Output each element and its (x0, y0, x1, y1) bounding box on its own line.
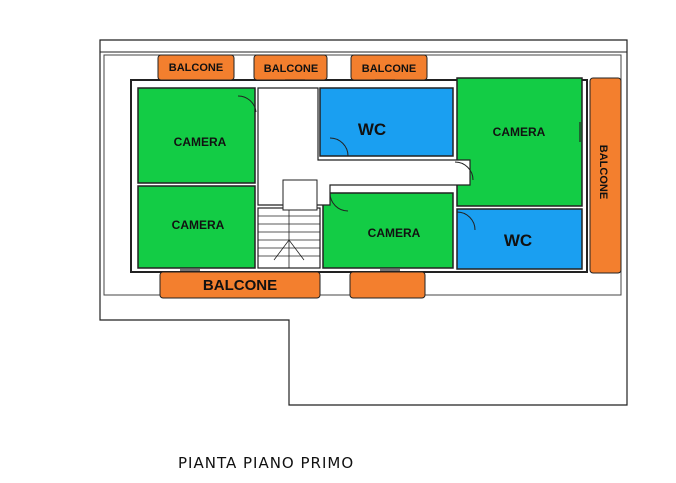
balcony-fill-6 (349, 271, 426, 299)
door-swing-5 (329, 192, 349, 212)
window-markers (130, 79, 581, 271)
room-fill-3 (456, 77, 583, 207)
room-label-3: CAMERA (493, 125, 546, 139)
wc-label-1: WC (358, 120, 386, 139)
door-swing-1 (237, 95, 257, 113)
room-fill-1 (137, 87, 256, 184)
stair-landing (282, 179, 318, 211)
room-fill-2 (137, 185, 256, 269)
room-label-4: CAMERA (368, 226, 421, 240)
plan-caption: PIANTA PIANO PRIMO (178, 454, 355, 472)
balcony-label-4: BALCONE (597, 145, 609, 199)
room-fill-4 (322, 192, 454, 269)
hallway-outline (257, 87, 471, 206)
wc-fill-1 (319, 87, 454, 157)
room-label-2: CAMERA (172, 218, 225, 232)
wc-fill-2 (456, 208, 583, 270)
room-label-1: CAMERA (174, 135, 227, 149)
door-swing-4 (456, 211, 476, 231)
balcony-fill-5 (159, 271, 321, 299)
balcony-fill-4 (589, 77, 622, 274)
balcony-label-3: BALCONE (362, 63, 416, 75)
stair-treads (258, 208, 320, 268)
door-swing-2 (329, 137, 349, 157)
balcony-label-5: BALCONE (203, 277, 277, 294)
balcony-label-1: BALCONE (169, 62, 223, 74)
building-outline (99, 39, 628, 406)
door-swing-3 (454, 161, 474, 181)
wc-label-2: WC (504, 231, 532, 250)
balcony-label-2: BALCONE (264, 63, 318, 75)
